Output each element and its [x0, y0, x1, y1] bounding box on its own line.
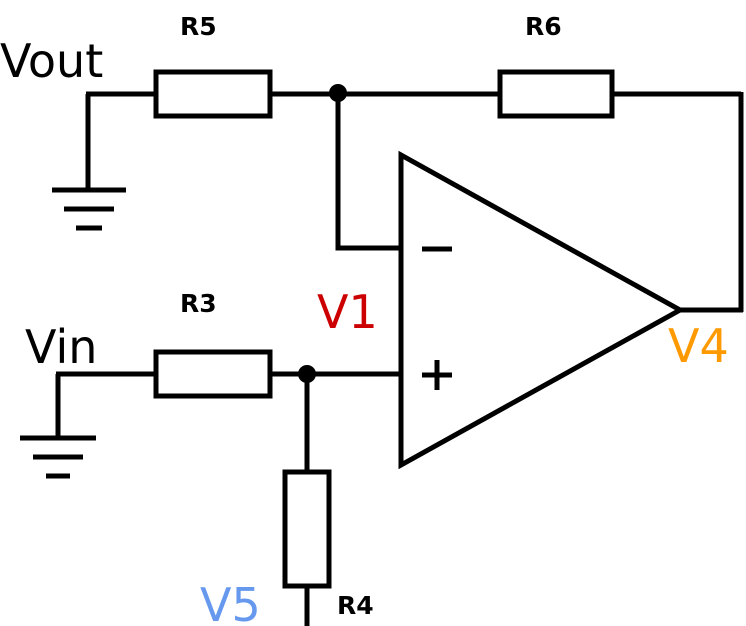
resistor-r5	[153, 69, 273, 119]
plus-icon	[422, 360, 452, 390]
ground-icon	[52, 187, 126, 231]
opamp-triangle	[398, 150, 686, 470]
label-vout: Vout	[0, 34, 103, 88]
label-r4: R4	[337, 591, 374, 620]
inverting-input-wire	[335, 94, 401, 251]
ground-icon	[20, 435, 96, 479]
label-v4: V4	[668, 319, 729, 373]
label-vin: Vin	[25, 320, 97, 374]
label-v1: V1	[317, 285, 378, 339]
label-r5: R5	[180, 12, 217, 41]
label-r3: R3	[180, 289, 217, 318]
junction-dot	[329, 84, 347, 102]
junction-dot	[298, 365, 316, 383]
resistor-r3	[153, 349, 273, 399]
resistor-r4	[282, 469, 332, 589]
label-r6: R6	[525, 12, 562, 41]
resistor-r6	[497, 69, 615, 119]
label-v5: V5	[200, 578, 261, 626]
